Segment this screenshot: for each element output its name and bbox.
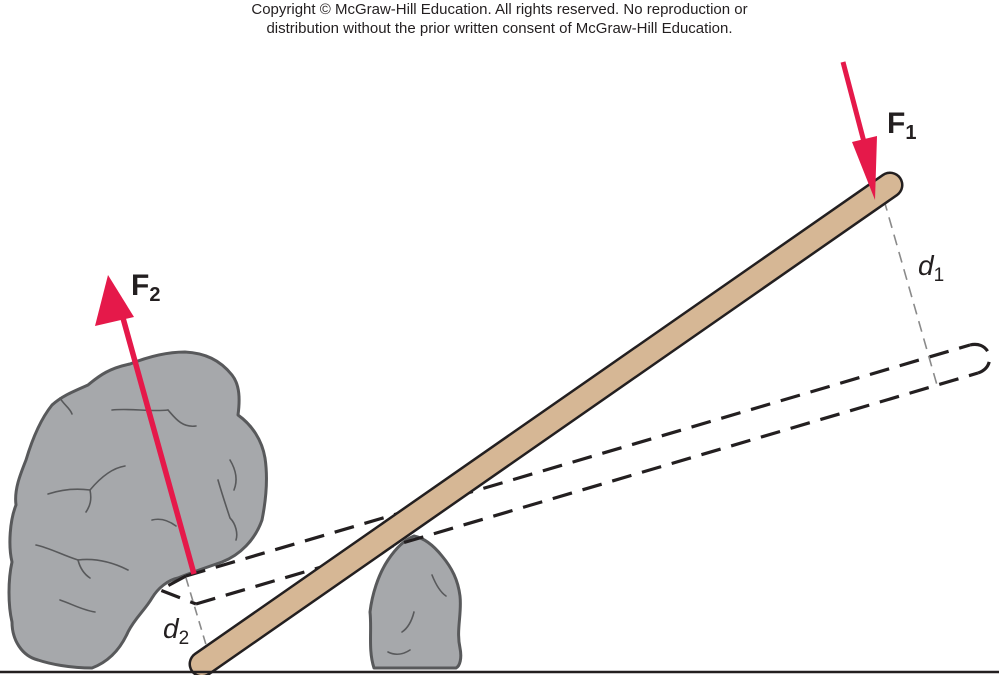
label-f2: F2 (131, 269, 160, 306)
label-f1: F1 (887, 107, 916, 144)
label-d2: d2 (163, 613, 189, 649)
force-f1-arrow (840, 61, 877, 200)
label-d1: d1 (918, 250, 944, 286)
force-f2-arrow (95, 275, 197, 575)
lever (188, 171, 904, 675)
large-rock (7, 350, 268, 670)
fulcrum-rock (368, 534, 463, 670)
large-rock-shape (7, 350, 268, 670)
copyright-line-1: Copyright © McGraw-Hill Education. All r… (251, 1, 748, 18)
lever-original-position (156, 342, 992, 606)
fulcrum-rock-cracks (387, 574, 447, 655)
large-rock-cracks (35, 397, 238, 613)
copyright-notice: Copyright © McGraw-Hill Education. All r… (0, 0, 999, 38)
d1-guide-line (883, 199, 938, 386)
fulcrum-rock-shape (368, 534, 463, 670)
copyright-line-2: distribution without the prior written c… (266, 20, 733, 37)
lever-body (191, 174, 901, 675)
